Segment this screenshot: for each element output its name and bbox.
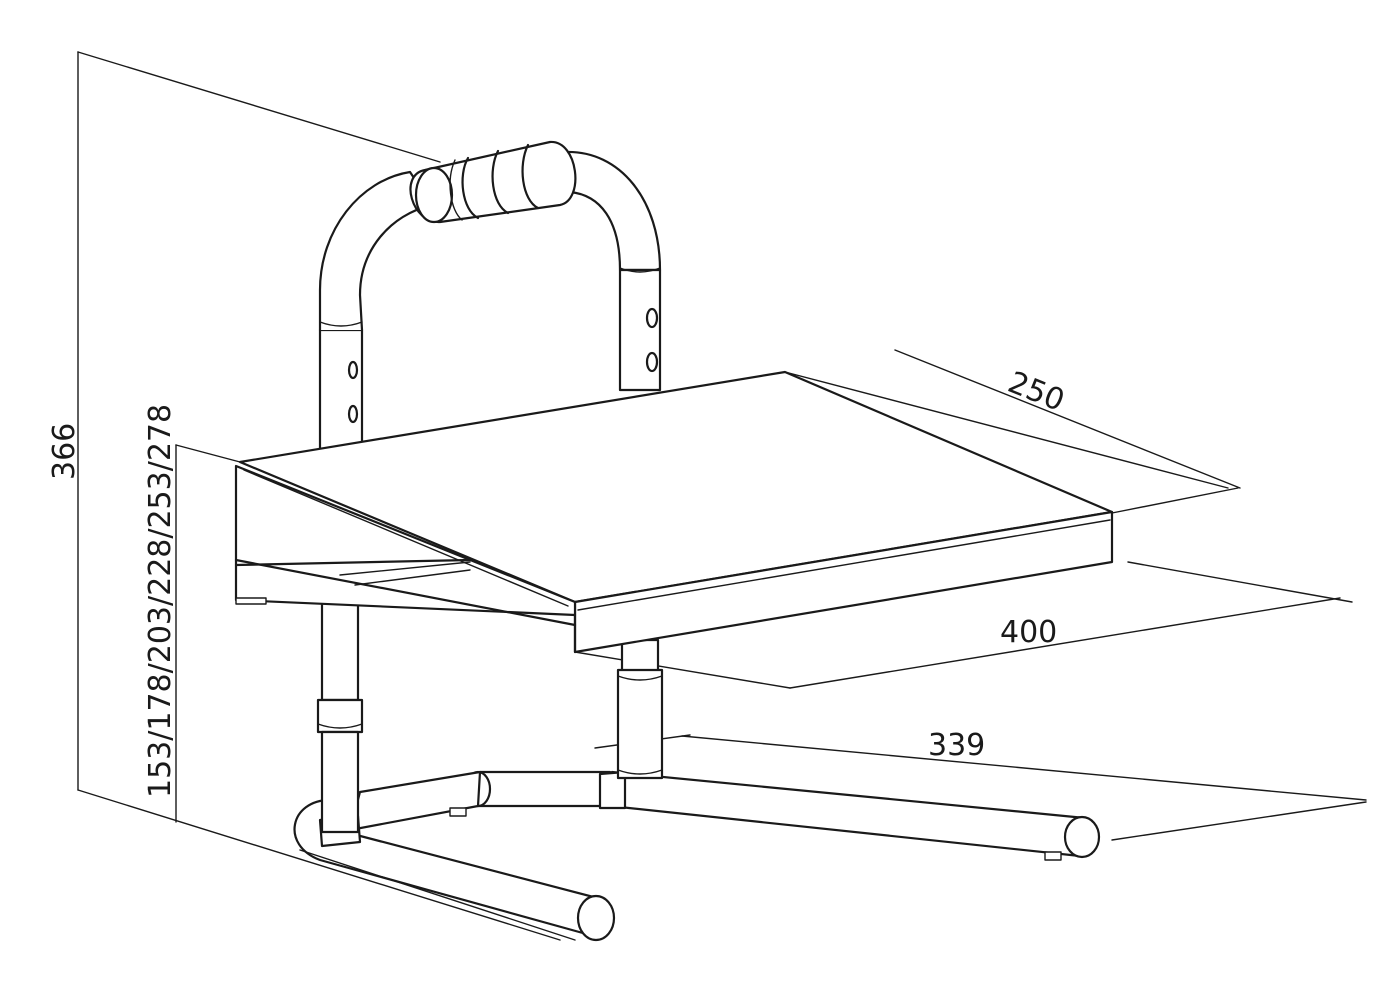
base-width-label: 339 <box>928 728 985 763</box>
dimension-lines <box>77 51 1367 941</box>
platform <box>234 370 1114 654</box>
handle-frame <box>318 150 662 452</box>
platform-width-label: 400 <box>1000 615 1057 650</box>
total-height-label: 366 <box>47 423 82 480</box>
platform-depth-label: 250 <box>1003 365 1069 419</box>
platform-heights-label: 153/178/203/228/253/278 <box>143 404 178 798</box>
base-frame <box>293 770 1101 942</box>
telescopic-posts <box>316 598 664 834</box>
foam-grip <box>409 140 577 224</box>
